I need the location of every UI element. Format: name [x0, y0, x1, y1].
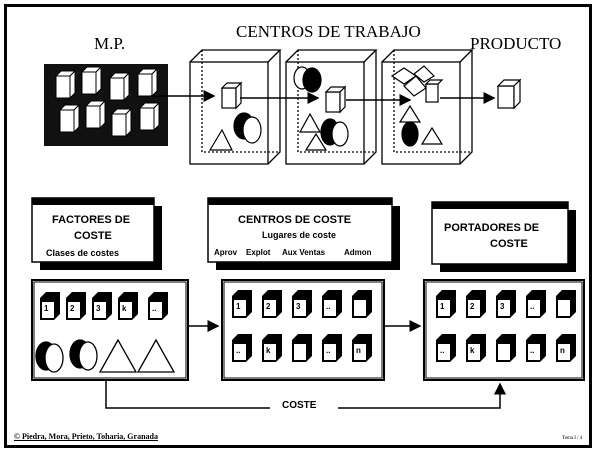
cost-card-face	[294, 344, 306, 360]
cost-card-label: 2	[70, 304, 75, 313]
cost-card-label: 2	[266, 302, 271, 311]
cost-card-label: n	[356, 346, 361, 355]
portadores-title-line2: COSTE	[490, 238, 528, 250]
producto-label: PRODUCTO	[470, 34, 562, 53]
cost-card-face	[354, 300, 366, 316]
cost-card-face	[68, 302, 80, 318]
page-number: Tema I / 4	[562, 436, 583, 441]
cost-card-face	[354, 344, 366, 360]
centros-trabajo-label: CENTROS DE TRABAJO	[236, 22, 421, 41]
cost-card-face	[528, 344, 540, 360]
cost-card-face	[264, 300, 276, 316]
cost-card-label: 1	[440, 302, 445, 311]
cost-card-face	[468, 300, 480, 316]
cost-card-label: k	[470, 346, 475, 355]
cost-card-face	[324, 344, 336, 360]
cost-card-face	[120, 302, 132, 318]
cost-card-label: ..	[440, 346, 445, 355]
cost-card-label: k	[122, 304, 127, 313]
mp-label: M.P.	[94, 34, 126, 53]
cost-card-face	[498, 300, 510, 316]
factores-title-line1: FACTORES DE	[52, 214, 131, 226]
cost-card-label: ..	[530, 302, 535, 311]
cost-card-face	[42, 302, 54, 318]
centros-col-aprov: Aprov	[214, 248, 238, 257]
flow-arrows	[150, 90, 496, 106]
cost-card-face	[528, 300, 540, 316]
cost-card-face	[498, 344, 510, 360]
cost-card-face	[558, 344, 570, 360]
centros-col-admon: Admon	[344, 248, 372, 257]
cost-card-label: ..	[152, 304, 157, 313]
panel-arrows	[105, 320, 506, 409]
cost-card-label: n	[560, 346, 565, 355]
cost-card-label: 3	[500, 302, 505, 311]
cost-card-face	[438, 344, 450, 360]
centros-col-aux-ventas: Aux Ventas	[282, 248, 326, 257]
cost-card-label: ..	[326, 346, 331, 355]
cost-card-face	[234, 344, 246, 360]
cost-card-label: k	[266, 346, 271, 355]
cost-card-face	[468, 344, 480, 360]
bottom-header-tabs	[31, 197, 576, 272]
work-center-boxes	[189, 49, 474, 165]
cost-card-face	[324, 300, 336, 316]
raw-materials-box	[44, 64, 168, 146]
card-shapes	[40, 290, 576, 362]
cost-card-label: 3	[296, 302, 301, 311]
cost-card-label: 1	[236, 302, 241, 311]
centros-col-explot: Explot	[246, 248, 271, 257]
cost-card-label: ..	[326, 302, 331, 311]
cost-card-label: ..	[236, 346, 241, 355]
cost-card-face	[234, 300, 246, 316]
portadores-title-line1: PORTADORES DE	[444, 222, 540, 234]
cost-card-face	[150, 302, 162, 318]
cost-card-label: 2	[470, 302, 475, 311]
factores-title-line2: COSTE	[74, 230, 112, 242]
factores-subtitle: Clases de costes	[46, 248, 120, 258]
cost-card-face	[558, 300, 570, 316]
cost-card-face	[264, 344, 276, 360]
cost-card-face	[294, 300, 306, 316]
cost-card-label: 1	[44, 304, 49, 313]
product-cube	[496, 78, 522, 110]
centros-coste-title: CENTROS DE COSTE	[238, 214, 352, 226]
centros-subtitle: Lugares de coste	[262, 230, 337, 240]
work-center-contents	[208, 65, 444, 151]
cost-card-face	[438, 300, 450, 316]
credit-footer: © Piedra, Mora, Prieto, Toharia, Granada	[14, 432, 158, 441]
cost-card-face	[94, 302, 106, 318]
cost-card-label: 3	[96, 304, 101, 313]
factores-shapes	[35, 338, 176, 373]
coste-label: COSTE	[278, 400, 321, 411]
cost-card-label: ..	[530, 346, 535, 355]
slide-frame	[4, 4, 592, 448]
